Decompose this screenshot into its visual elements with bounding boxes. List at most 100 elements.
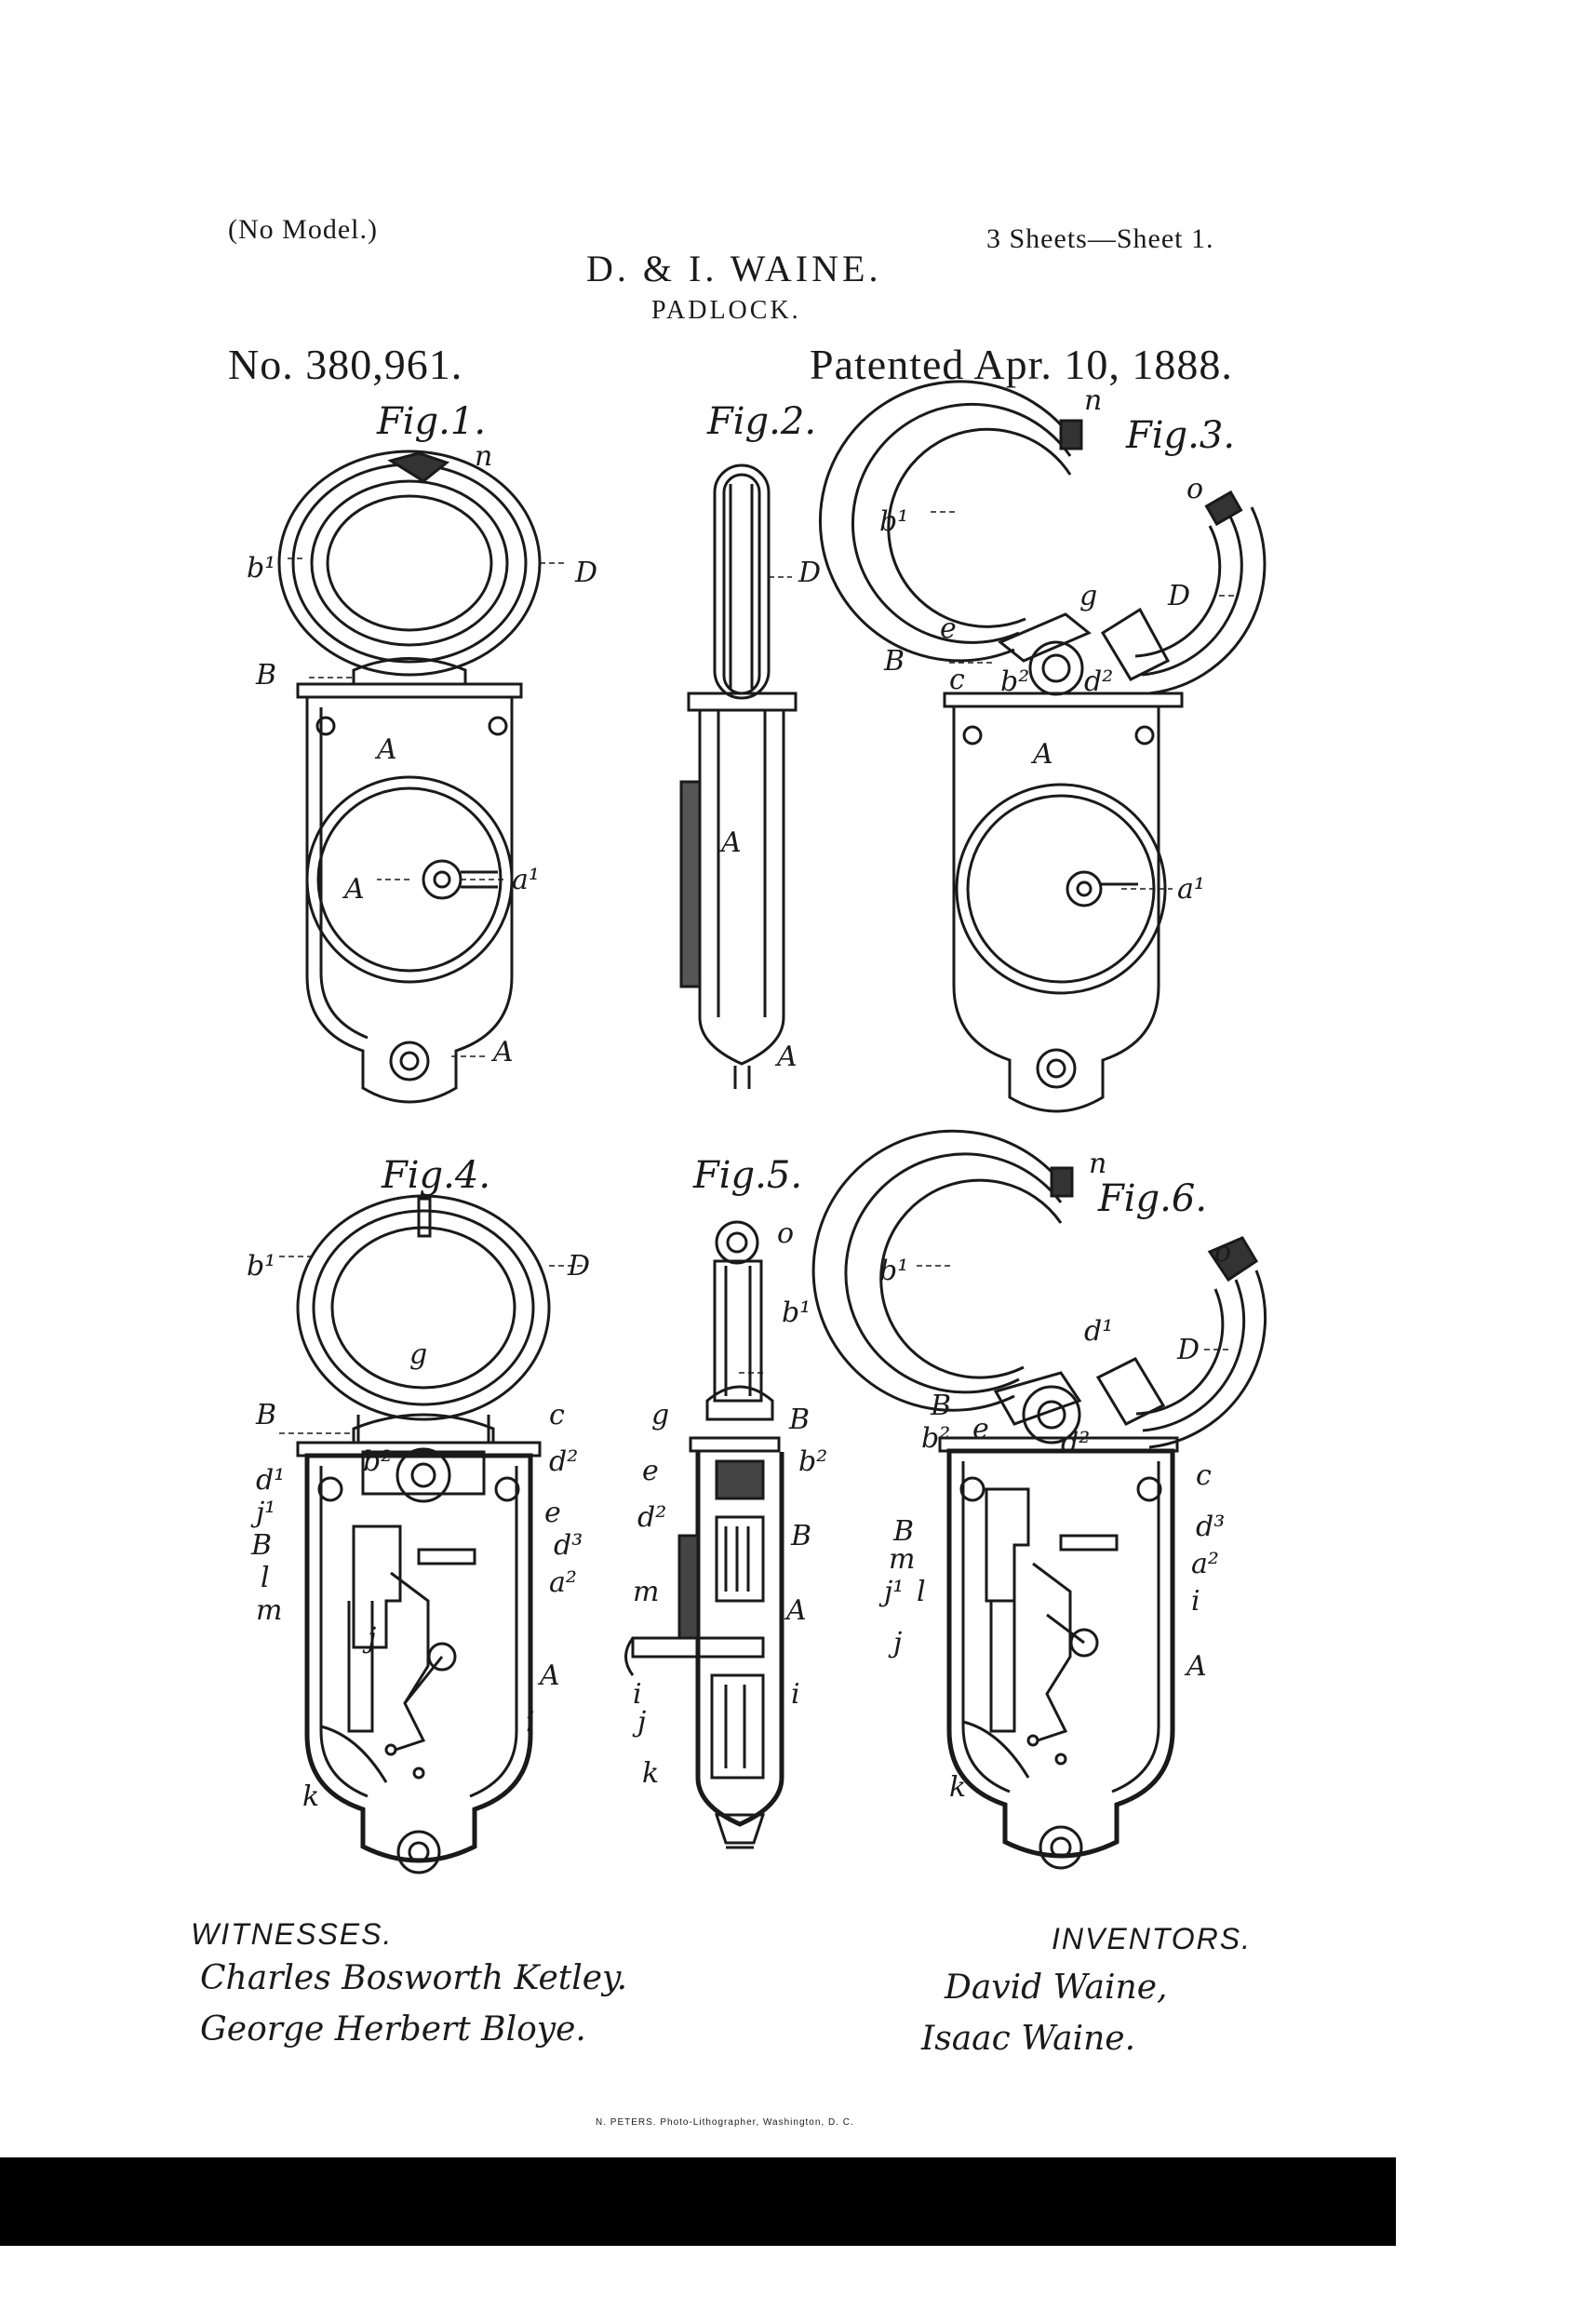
label-D-fig3: D (1167, 580, 1190, 612)
label-b1-fig3: b¹ (879, 505, 908, 538)
label-k-fig4: k (302, 1780, 319, 1813)
label-k-fig6: k (949, 1771, 966, 1804)
fig4-caption: Fig.4. (382, 1154, 491, 1197)
model-note: (No Model.) (228, 214, 378, 245)
label-m-fig5: m (633, 1576, 659, 1608)
label-e-fig3: e (940, 612, 957, 645)
label-i-fig6: i (1191, 1585, 1200, 1618)
fig6-drawing (811, 1129, 1267, 1870)
label-c-fig6: c (1196, 1459, 1212, 1492)
label-A-fig6: A (1184, 1650, 1207, 1683)
label-B-fig3: B (883, 645, 905, 678)
label-D-fig2: D (798, 557, 821, 589)
label-o-fig5: o (777, 1217, 794, 1250)
label-D-fig1: D (574, 557, 597, 589)
inventor-signature-2: Isaac Waine. (921, 2020, 1136, 2058)
label-o-fig6: o (1214, 1236, 1231, 1269)
label-A-fig1-top: A (374, 733, 397, 766)
label-k-fig5: k (642, 1757, 659, 1790)
patent-subject: PADLOCK. (651, 296, 801, 325)
label-D-fig6: D (1176, 1334, 1200, 1366)
label-j-fig6: j (888, 1627, 902, 1659)
label-B-fig5-top: B (788, 1404, 810, 1436)
label-b2-fig6: b² (921, 1422, 950, 1455)
label-d2-fig3: d² (1084, 665, 1113, 698)
label-b1-fig5: b¹ (782, 1296, 811, 1329)
label-j1-fig6: j¹ (878, 1576, 904, 1608)
label-i-fig5-right: i (791, 1678, 800, 1711)
inventor-signature-1: David Waine, (945, 1968, 1168, 2007)
label-o-fig3: o (1186, 473, 1203, 505)
label-B-fig5-mid: B (790, 1520, 811, 1552)
scan-border (0, 2157, 1582, 2246)
label-D-fig4: D (567, 1250, 590, 1283)
label-d1-fig4: d¹ (256, 1464, 285, 1497)
label-A-fig5: A (784, 1594, 807, 1627)
label-d2-fig6: d² (1061, 1427, 1090, 1459)
label-e-fig4: e (544, 1497, 561, 1529)
fig3-caption: Fig.3. (1126, 414, 1236, 457)
fig4-drawing (296, 1194, 551, 1874)
witnesses-heading: WITNESSES. (191, 1917, 394, 1951)
label-B-fig1: B (255, 659, 276, 692)
label-b2-fig4: b² (363, 1445, 392, 1478)
label-b1-fig4: b¹ (247, 1250, 275, 1283)
label-b1-fig6: b¹ (879, 1255, 908, 1287)
label-m-fig4: m (256, 1594, 282, 1627)
fig5-drawing (624, 1220, 784, 1849)
label-l-fig4: l (261, 1562, 270, 1594)
label-a1-fig1: a¹ (512, 864, 540, 896)
label-g-fig3: g (1079, 580, 1097, 612)
patent-title: D. & I. WAINE. (586, 248, 882, 289)
label-A-fig3: A (1030, 738, 1053, 771)
patent-date: Patented Apr. 10, 1888. (810, 341, 1233, 388)
label-B-fig4-top: B (255, 1399, 276, 1431)
fig3-drawing (818, 380, 1267, 1113)
leader-lines (279, 511, 1238, 1434)
label-A-fig2-mid: A (718, 826, 742, 859)
label-l-fig6: l (917, 1576, 926, 1608)
witness-signature-2: George Herbert Bloye. (200, 2010, 586, 2049)
fig5-caption: Fig.5. (693, 1154, 803, 1197)
label-m-fig6: m (889, 1543, 915, 1576)
label-n-fig6: n (1089, 1148, 1106, 1180)
label-a1-fig3: a¹ (1177, 873, 1205, 906)
label-e-fig5: e (642, 1455, 659, 1487)
label-d1-fig6: d¹ (1084, 1315, 1113, 1348)
label-B-fig4-mid: B (250, 1529, 272, 1562)
label-A-fig1-mid: A (342, 873, 365, 906)
label-d3-fig6: d³ (1196, 1511, 1225, 1543)
witness-signature-1: Charles Bosworth Ketley. (200, 1959, 628, 1997)
label-n-fig1: n (475, 440, 492, 473)
fig2-drawing (679, 463, 798, 1089)
label-c-fig3: c (949, 664, 965, 696)
label-d2-fig4: d² (549, 1445, 578, 1478)
scan-border-edge (1396, 2157, 1582, 2246)
label-d2-fig5: d² (637, 1501, 666, 1534)
label-i-fig5-left: i (633, 1678, 642, 1711)
label-b2-fig3: b² (1000, 665, 1029, 698)
label-a2-fig4: a² (549, 1566, 577, 1599)
label-A-fig2-bottom: A (774, 1041, 798, 1073)
sheet-number: 3 Sheets—Sheet 1. (986, 223, 1214, 254)
lithographer-imprint: N. PETERS. Photo-Lithographer, Washingto… (596, 2117, 854, 2128)
label-e-fig6: e (972, 1413, 989, 1445)
label-A-fig1-bottom: A (490, 1036, 514, 1068)
fig1-caption: Fig.1. (377, 400, 487, 443)
fig6-caption: Fig.6. (1098, 1177, 1208, 1220)
label-d3-fig4: d³ (554, 1529, 583, 1562)
label-g-fig5: g (651, 1399, 669, 1431)
fig2-caption: Fig.2. (707, 400, 817, 443)
label-b2-fig5: b² (798, 1445, 827, 1478)
label-j-fig4: j (362, 1622, 376, 1655)
label-j-fig5: j (632, 1706, 646, 1739)
inventors-heading: INVENTORS. (1052, 1922, 1252, 1955)
label-a2-fig6: a² (1191, 1548, 1219, 1580)
label-b1-fig1: b¹ (247, 552, 275, 584)
label-B-fig6-top: B (930, 1390, 951, 1422)
label-B-fig6-mid: B (892, 1515, 914, 1548)
label-A-fig4: A (537, 1659, 560, 1692)
fig1-drawing (277, 450, 542, 1104)
label-i-fig4: i (526, 1706, 535, 1739)
label-c-fig4: c (549, 1399, 565, 1431)
